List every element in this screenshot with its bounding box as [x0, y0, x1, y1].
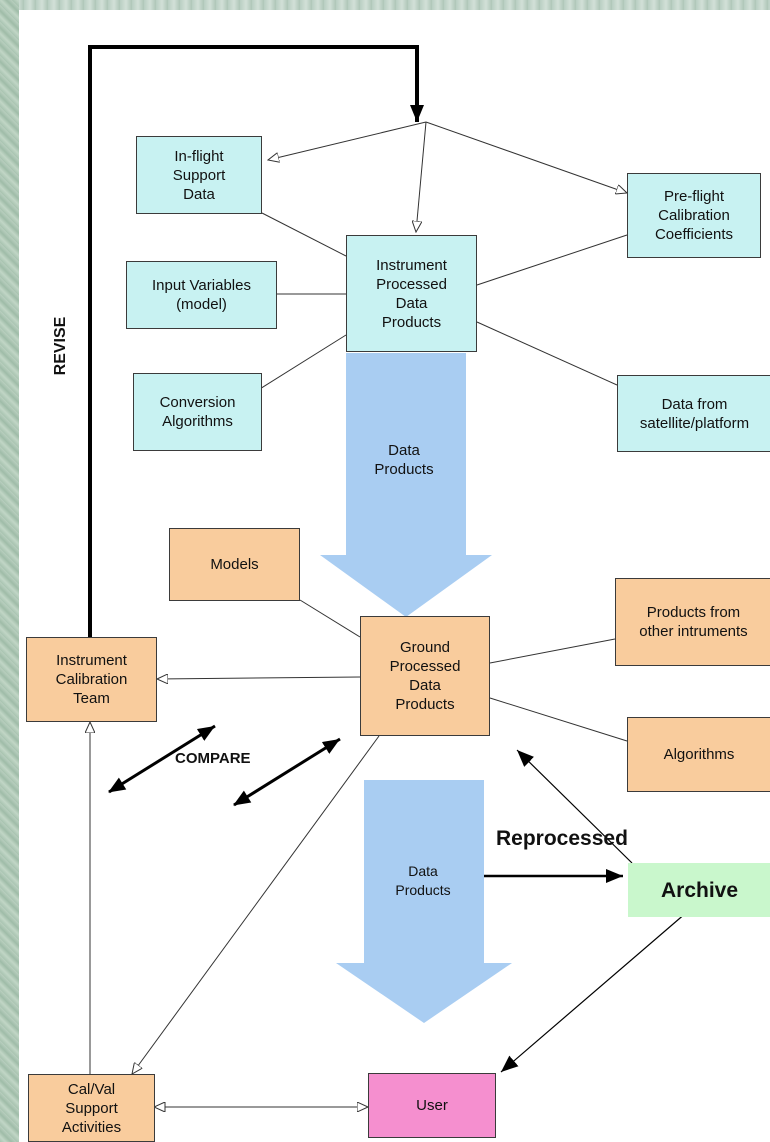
hub-to-preflight-connector — [425, 121, 627, 193]
satellite-to-instrument-line — [476, 321, 618, 386]
products-other-to-ground-line — [489, 638, 616, 664]
instrument-calibration-team-box: Instrument Calibration Team — [26, 637, 157, 722]
input-variables-box: Input Variables (model) — [126, 261, 277, 329]
conversion-algorithms-box: Conversion Algorithms — [133, 373, 262, 451]
data-products-label-upper: Data Products — [374, 442, 434, 478]
models-box: Models — [169, 528, 300, 601]
compare-label: COMPARE — [175, 750, 251, 767]
inflight-support-data-box: In-flight Support Data — [136, 136, 262, 214]
conversion-to-instrument-line — [246, 334, 347, 398]
compare-arrow-left — [108, 724, 216, 794]
background-left-strip — [0, 0, 19, 1142]
ground-processed-box: Ground Processed Data Products — [360, 616, 490, 736]
diagram-canvas: REVISE In-flight Support Data Pre-flight… — [19, 10, 770, 1142]
instrument-processed-box: Instrument Processed Data Products — [346, 235, 477, 352]
algorithms-box: Algorithms — [627, 717, 770, 792]
archive-reprocessed-arrow — [516, 749, 633, 864]
ground-to-calibration-connector — [157, 677, 361, 679]
compare-arrow-right — [233, 737, 341, 807]
algorithms-to-ground-line — [489, 697, 628, 742]
revise-label: REVISE — [52, 316, 69, 375]
archive-to-user-arrow — [500, 893, 709, 1073]
data-from-satellite-box: Data from satellite/platform — [617, 375, 770, 452]
preflight-to-instrument-line — [476, 234, 628, 286]
hub-to-instrument-connector — [416, 121, 427, 232]
reprocessed-label: Reprocessed — [496, 827, 628, 850]
data-products-flow-arrow-lower — [336, 780, 512, 1023]
hub-to-inflight-connector — [268, 121, 427, 160]
products-other-instruments-box: Products from other intruments — [615, 578, 770, 666]
data-products-flow-arrow-upper — [320, 353, 492, 617]
calval-support-box: Cal/Val Support Activities — [28, 1074, 155, 1142]
revise-loop-line — [88, 45, 424, 640]
preflight-calibration-box: Pre-flight Calibration Coefficients — [627, 173, 761, 258]
background-top-strip — [0, 0, 770, 10]
ground-to-calval-connector — [132, 735, 380, 1074]
connector-layer: REVISE — [52, 45, 709, 1142]
models-to-ground-line — [299, 599, 361, 638]
user-box: User — [368, 1073, 496, 1138]
data-products-label-lower: Data Products — [395, 863, 451, 898]
inflight-to-instrument-line — [261, 212, 347, 257]
archive-box: Archive — [628, 863, 770, 917]
